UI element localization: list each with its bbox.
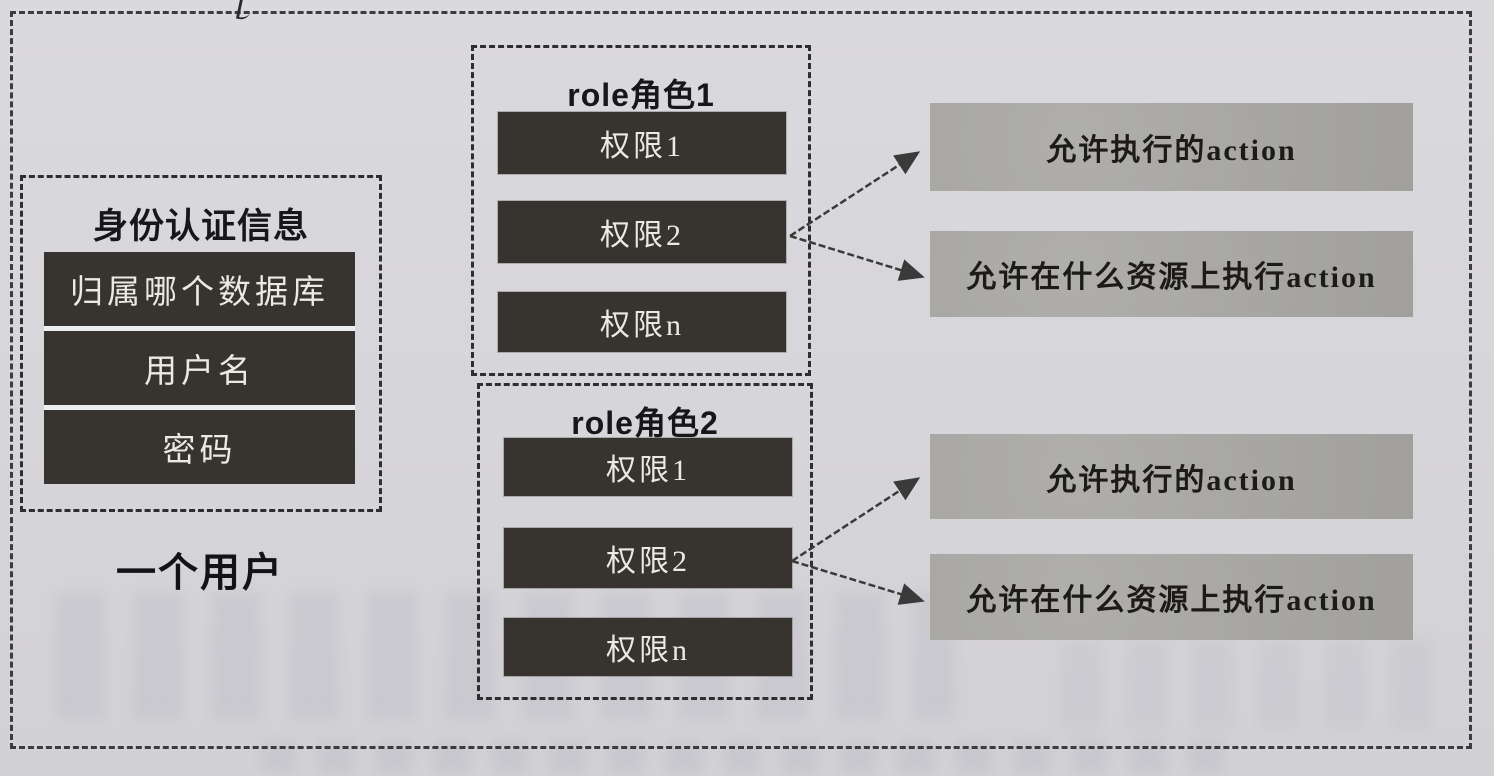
role-1-permission-n: 权限n [498,292,786,352]
role-1-allowed-resource-box: 允许在什么资源上执行action [930,231,1413,317]
identity-field-password: 密码 [44,410,355,484]
role-1-permission-2: 权限2 [498,201,786,263]
user-identity-group: 身份认证信息 归属哪个数据库 用户名 密码 [20,175,382,512]
identity-field-database: 归属哪个数据库 [44,252,355,326]
figure-outer-dashed-border [10,11,1472,749]
role-1-permission-1: 权限1 [498,112,786,174]
role-1-group: role角色1 权限1 权限2 权限n [471,45,811,376]
role-2-allowed-resource-box: 允许在什么资源上执行action [930,554,1413,640]
role-2-allowed-action-box: 允许执行的action [930,434,1413,519]
user-caption: 一个用户 [116,551,284,595]
role-2-permission-n: 权限n [504,618,792,676]
role-1-allowed-action-box: 允许执行的action [930,103,1413,191]
identity-field-stack: 归属哪个数据库 用户名 密码 [44,252,355,484]
role-2-permission-1: 权限1 [504,438,792,496]
identity-field-username: 用户名 [44,331,355,405]
role-2-title: role角色2 [571,405,719,441]
role-1-title: role角色1 [567,77,715,113]
role-2-group: role角色2 权限1 权限2 权限n [477,383,813,700]
user-identity-title: 身份认证信息 [92,207,309,246]
role-2-permission-2: 权限2 [504,528,792,588]
